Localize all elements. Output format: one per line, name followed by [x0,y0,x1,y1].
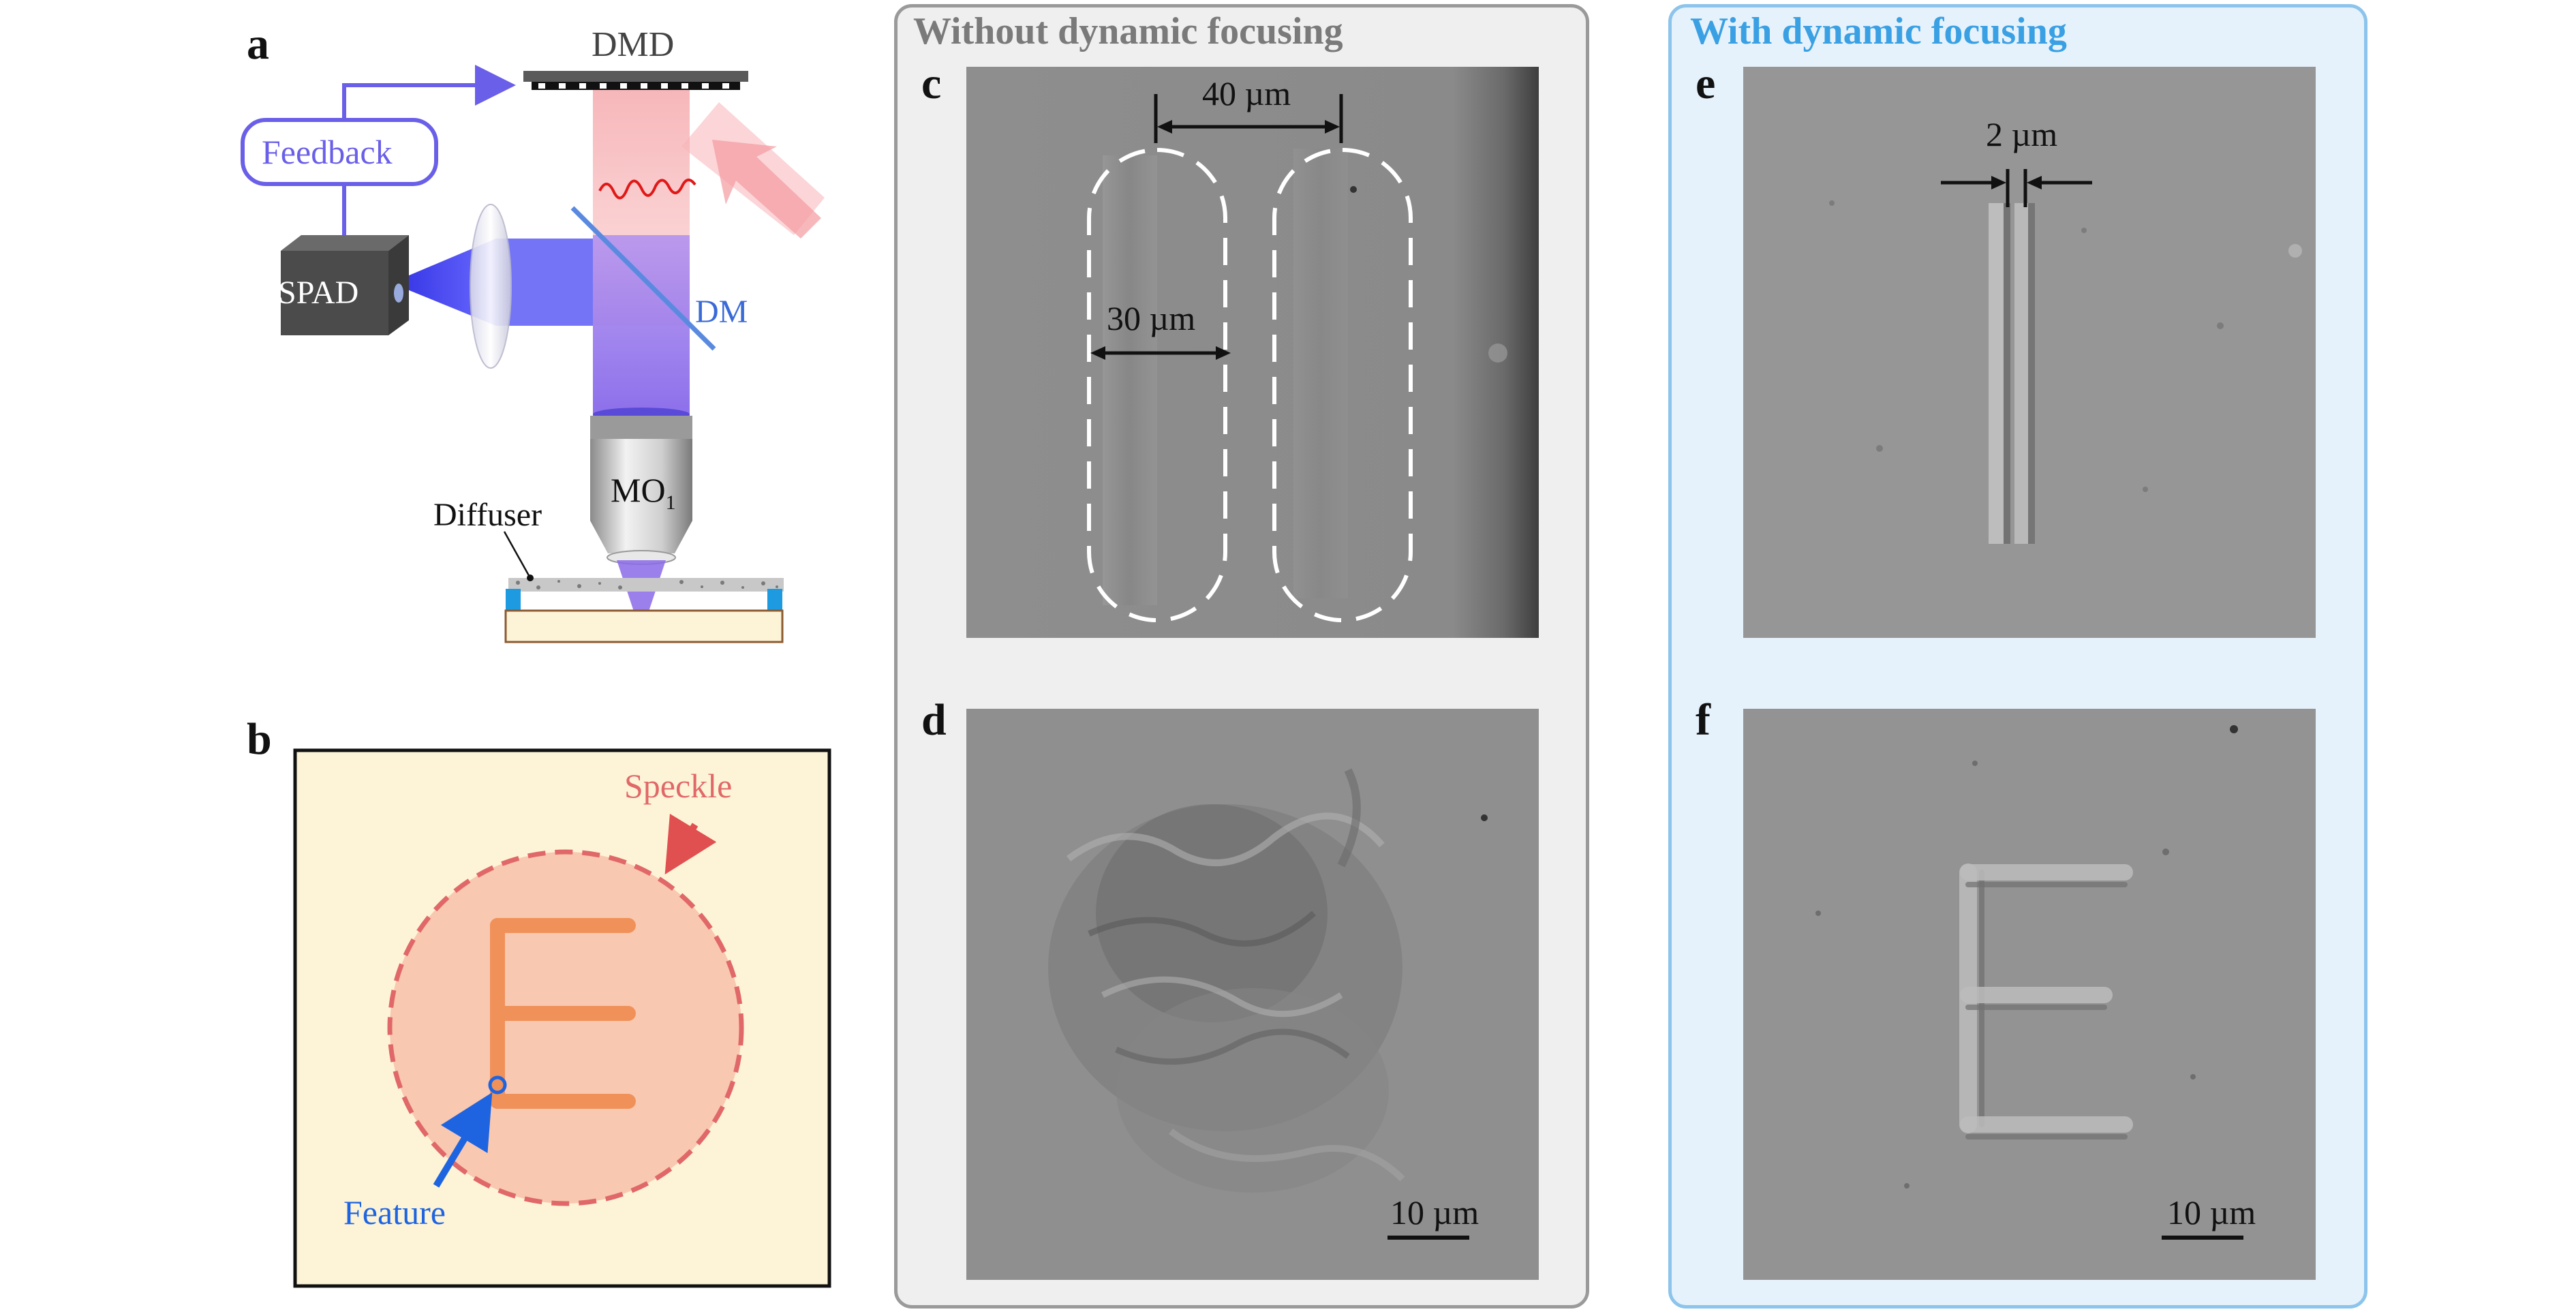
dmd-body [523,71,748,82]
c-streak-left [1103,155,1157,605]
e-lines [1989,203,2035,544]
dmd-pixel-pattern [538,83,729,89]
spacer-right [767,589,782,611]
c-dashed-outlines [1087,148,1413,622]
c-spot [1488,343,1507,363]
c-measure-40 [1154,94,1343,143]
image-f [1743,709,2316,1280]
objective-label-text: MO [611,471,666,509]
dmd-label: DMD [592,25,675,64]
panel-label-e: e [1696,59,1716,108]
image-d-svg [966,709,1539,1280]
spad-label: SPAD [278,275,359,311]
f-scale-label: 10 µm [2167,1193,2256,1231]
collection-lens [470,204,512,369]
panel-label-d: d [921,695,947,745]
diffuser-leader [503,531,532,579]
c-label-40: 40 µm [1202,74,1291,112]
panel-label-f: f [1696,695,1711,745]
spad-front [281,251,388,335]
f-letter-e [1959,863,2133,1139]
c-streak-right [1293,149,1348,598]
e-dust [1829,200,2302,492]
feature-label: Feature [343,1193,446,1231]
spacer-left [506,589,521,611]
panel-label-c: c [921,59,942,108]
image-e [1743,67,2316,638]
dichroic-mirror [570,206,716,351]
image-f-svg [1743,709,2316,1280]
wavefront-icon [598,179,696,200]
image-c [966,67,1539,638]
e-label-2: 2 µm [1986,115,2058,153]
objective-body [590,439,692,521]
speckle-schematic [293,748,831,1288]
spad-top [281,235,409,251]
blue-beam [496,239,593,326]
diffuser-label: Diffuser [433,497,542,533]
d-scale-label: 10 µm [1390,1193,1479,1231]
speckle-arrow-icon [664,813,717,875]
with-title: With dynamic focusing [1690,10,2067,52]
diffuser-leader-dot [527,575,534,581]
feedback-arrow [342,65,516,120]
letter-e-shape [490,918,636,1109]
diffuser-texture [516,580,778,590]
without-title: Without dynamic focusing [913,10,1343,52]
purple-beam [593,235,690,419]
c-label-30: 30 µm [1107,299,1196,337]
speckle-label: Speckle [624,767,733,805]
feedback-label: Feedback [262,133,393,171]
f-dust [1815,725,2238,1189]
objective-nose [590,521,692,553]
c-measure-30 [1090,346,1231,360]
image-e-svg [1743,67,2316,638]
diffuser-strip [508,578,784,592]
c-dust [1350,186,1357,193]
sample-cell [504,609,784,643]
objective-label: MO1 [611,470,676,515]
panel-label-b: b [247,714,272,764]
e-measure-2 [1941,169,2092,207]
feature-arrow-icon [433,1092,493,1188]
objective-label-sub: 1 [665,491,676,514]
feedback-box [241,118,438,186]
objective-top-ring [590,416,692,439]
incoming-beam-arrow-icon [712,140,821,239]
setup-diagram [241,65,825,643]
image-c-svg [966,67,1539,638]
feature-marker [488,1075,507,1095]
dm-label: DM [695,294,748,330]
speckle-circle [387,849,744,1206]
spad-aperture [394,284,403,303]
d-blob [1048,768,1488,1193]
image-d [966,709,1539,1280]
panel-label-a: a [247,19,269,69]
